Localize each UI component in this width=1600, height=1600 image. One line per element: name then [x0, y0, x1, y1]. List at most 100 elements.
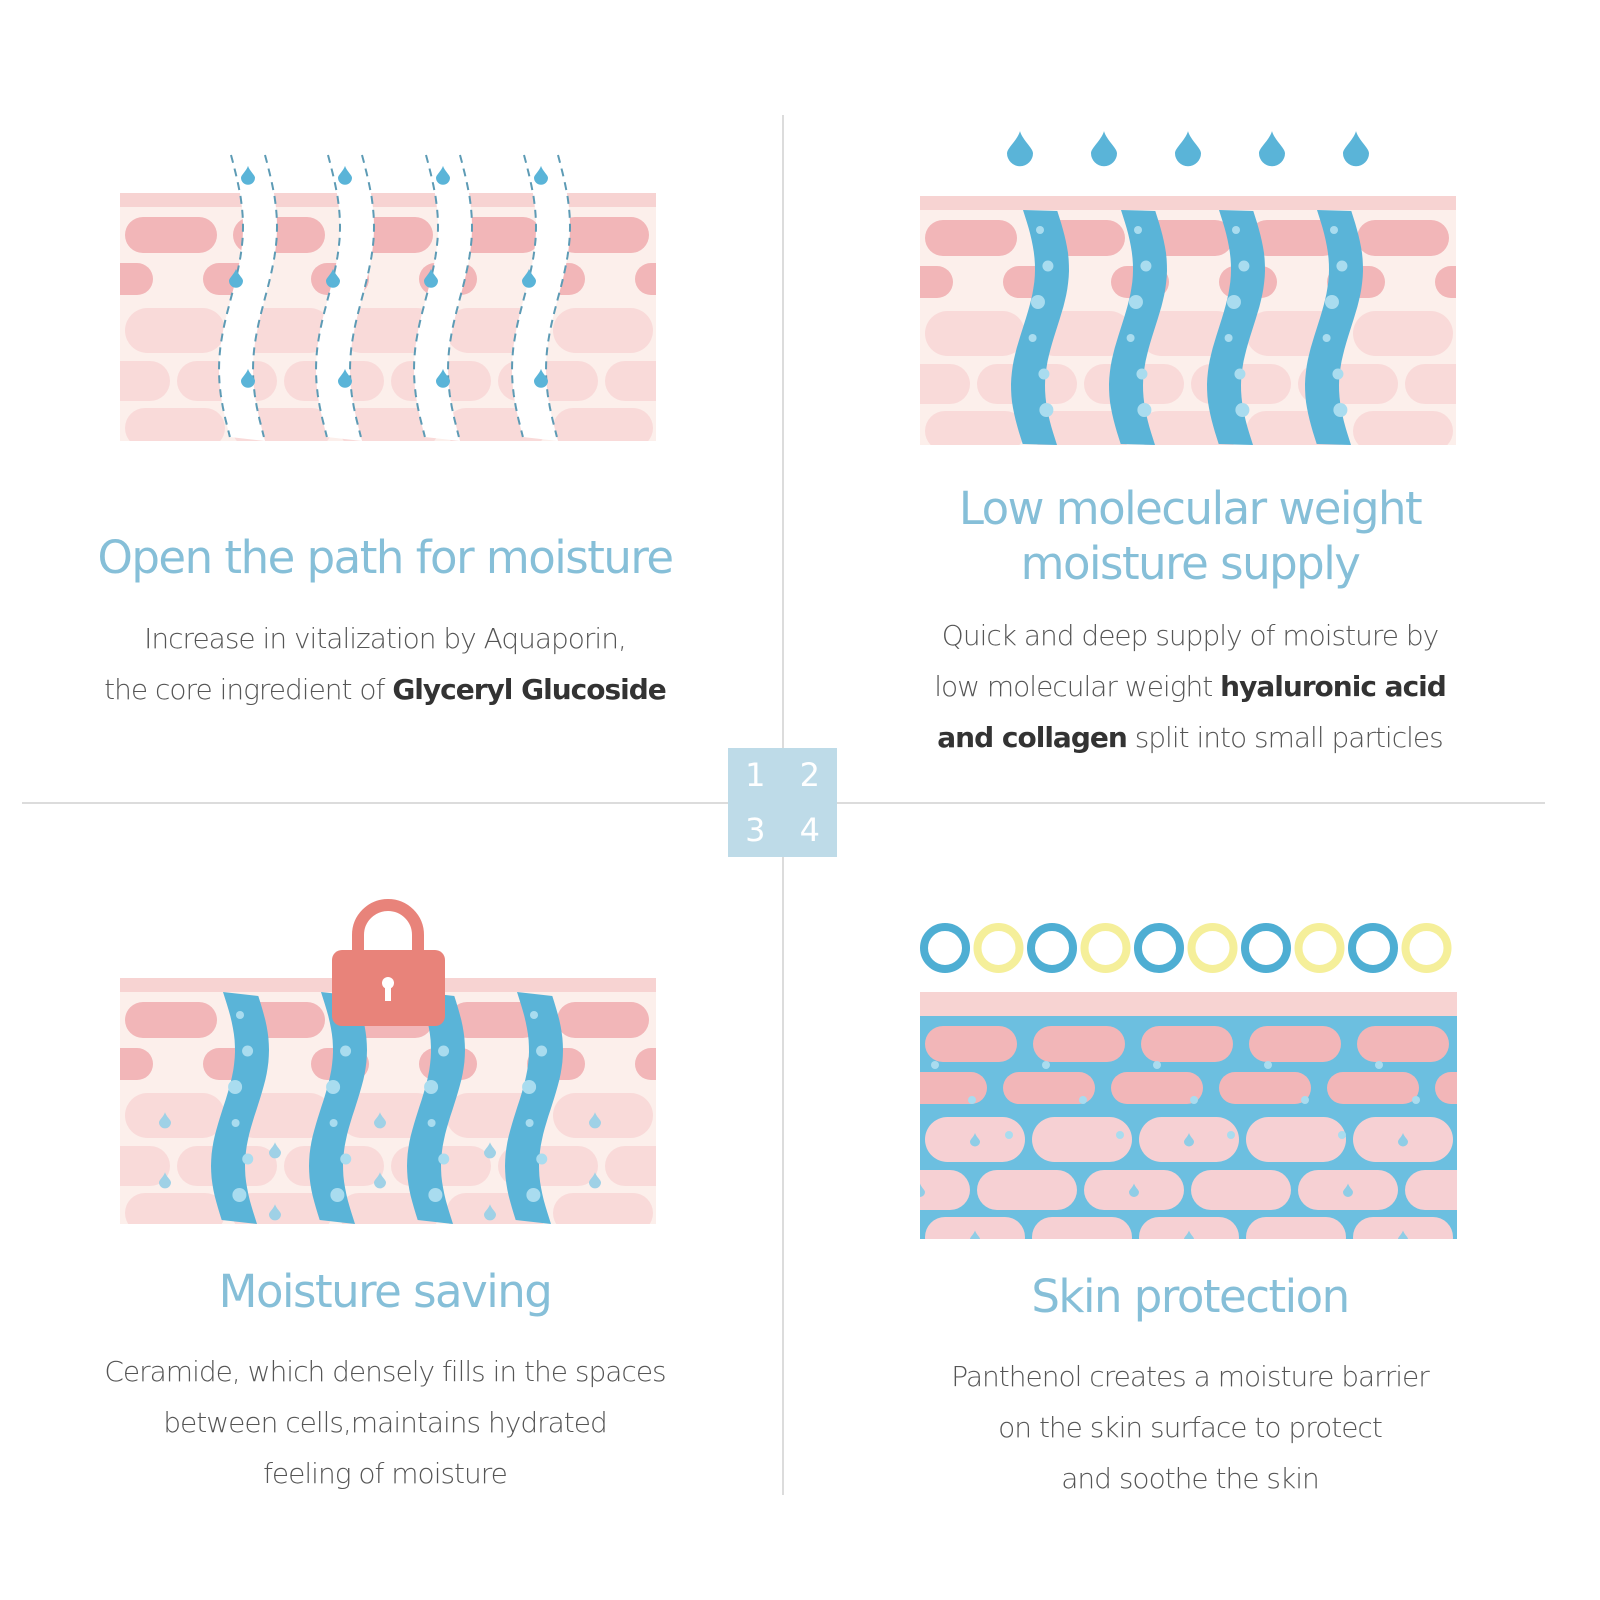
skin-cell: [1353, 1217, 1453, 1239]
particle: [1333, 403, 1348, 417]
skin-cell: [120, 361, 170, 401]
body-line: Increase in vitalization by Aquaporin,: [144, 622, 627, 655]
skin-cell: [1460, 1117, 1560, 1162]
skin-cell: [1327, 1072, 1419, 1104]
particle: [1412, 1096, 1420, 1104]
water-drop-icon: [534, 165, 549, 185]
water-drop-icon: [326, 268, 340, 288]
water-drop-icon: [241, 368, 255, 388]
water-drop-icon: [534, 368, 549, 388]
moisture-channel: [316, 155, 374, 441]
skin-cell: [1512, 364, 1600, 404]
water-drop-icon: [1091, 131, 1117, 167]
particle: [968, 1096, 976, 1104]
skin-cell: [925, 1026, 1017, 1062]
skin-cell: [925, 220, 1017, 256]
water-drop-icon: [338, 165, 352, 185]
title-line: Open the path for moisture: [97, 531, 674, 584]
moisture-channel: [512, 155, 570, 441]
skin-cell: [1567, 1217, 1600, 1257]
water-drop-icon: [374, 1112, 386, 1129]
particle: [1190, 1096, 1198, 1104]
water-drop-icon: [1184, 1230, 1194, 1239]
skin-cell: [1357, 1026, 1449, 1062]
skin-cell: [660, 1193, 760, 1233]
skin-cell: [557, 1002, 649, 1038]
water-drop-icon: [1398, 1230, 1408, 1239]
particle: [1375, 1061, 1383, 1069]
water-drop-icon: [970, 1230, 980, 1239]
particle: [1301, 1096, 1309, 1104]
particle: [1235, 403, 1250, 417]
skin-cell: [1139, 1217, 1239, 1239]
channel-border: [510, 154, 538, 438]
skin-cell: [1435, 266, 1456, 298]
particle: [428, 1188, 443, 1202]
particle: [340, 1153, 352, 1165]
water-drop-icon: [424, 268, 438, 288]
skin-cell: [1353, 411, 1453, 445]
channel-border: [348, 154, 376, 438]
skin-surface: [120, 193, 656, 207]
water-drop-icon: [1259, 131, 1285, 167]
skin-cell: [1191, 1170, 1291, 1210]
skin-cell: [125, 217, 217, 253]
skin-cell: [665, 217, 757, 253]
skin-cell: [660, 408, 760, 448]
protective-ring: [1401, 923, 1452, 973]
skin-diagram-moisture-saving: [120, 899, 812, 1233]
water-drop-icon: [1557, 1184, 1567, 1198]
skin-cell: [232, 1193, 332, 1224]
title-line: Low molecular weight: [958, 482, 1423, 535]
skin-cell: [1512, 1170, 1600, 1210]
particle: [1028, 334, 1037, 342]
skin-cell: [920, 1072, 987, 1104]
body-line: the core ingredient of Glyceryl Glucosid…: [104, 673, 667, 706]
water-drop-icon: [1175, 131, 1201, 167]
body-line: and soothe the skin: [1061, 1462, 1319, 1495]
skin-cell: [920, 364, 970, 404]
skin-cell: [125, 308, 225, 353]
water-drop-icon: [1398, 1133, 1408, 1147]
particle: [1227, 1131, 1235, 1139]
skin-cell: [557, 217, 649, 253]
skin-cell: [120, 1146, 170, 1186]
skin-cell: [635, 263, 656, 295]
water-drop-icon: [159, 1172, 171, 1189]
particle: [1330, 226, 1338, 234]
skin-cell: [665, 1002, 757, 1038]
particle: [1042, 1061, 1050, 1069]
skin-cell: [1567, 311, 1600, 356]
skin-cell: [743, 263, 801, 295]
body-line: between cells,maintains hydrated: [163, 1406, 607, 1439]
moisture-channel: [1011, 210, 1069, 445]
particle: [340, 1045, 352, 1057]
skin-cell: [339, 308, 439, 353]
particle: [1030, 295, 1045, 309]
moisture-channel: [407, 992, 465, 1224]
particle: [438, 1045, 450, 1057]
skin-cell: [1003, 1072, 1095, 1104]
skin-cell: [605, 1146, 656, 1186]
skin-cell: [1032, 411, 1132, 445]
skin-cell: [920, 1170, 970, 1210]
skin-cell: [635, 1048, 656, 1080]
particle: [1232, 226, 1240, 234]
skin-cell: [1357, 220, 1449, 256]
skin-cell: [712, 1146, 812, 1186]
skin-cell: [1405, 364, 1456, 404]
skin-cell: [851, 263, 909, 295]
title-line: Moisture saving: [218, 1265, 553, 1318]
skin-cell: [339, 408, 439, 441]
particle: [1042, 260, 1054, 272]
water-drop-icon: [1343, 131, 1369, 167]
channel-border: [217, 154, 245, 438]
water-drop-icon: [484, 1142, 496, 1159]
skin-cell: [1032, 1217, 1132, 1239]
particle: [931, 1061, 939, 1069]
skin-cell: [977, 1170, 1077, 1210]
particle: [1036, 226, 1044, 234]
channel-border: [412, 154, 440, 438]
particle: [427, 1119, 436, 1127]
channel-border: [251, 154, 279, 438]
